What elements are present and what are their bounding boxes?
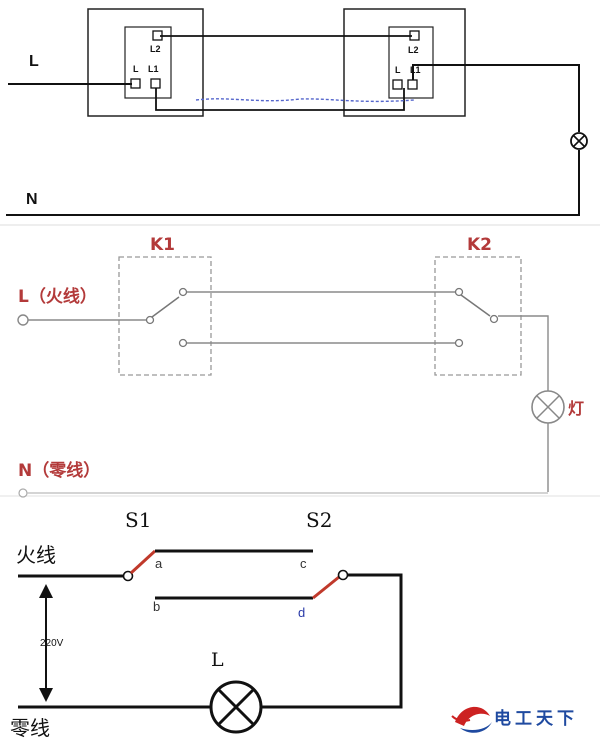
switch-1-terminal-l: [130, 78, 141, 89]
voltage-label: 220V: [40, 638, 64, 649]
k2-label: K2: [467, 235, 492, 255]
s1-label: S1: [125, 508, 151, 532]
panel-3-neutral-label: 零线: [10, 716, 50, 740]
voltage-arrow-down-icon: [39, 688, 53, 702]
k1-blade: [151, 296, 180, 318]
panel-1-live-label: L: [29, 53, 39, 70]
k1-common-contact: [145, 315, 155, 325]
switch-1-terminal-l1: [150, 78, 161, 89]
switch-1-label-l2: L2: [150, 44, 161, 54]
lamp-return-wire: [6, 150, 580, 216]
k2-upper-contact: [454, 287, 464, 297]
k1-lower-contact: [178, 338, 188, 348]
switch-2-terminal-l: [392, 79, 403, 90]
watermark-logo-icon: [451, 706, 492, 733]
neutral-terminal: [18, 488, 28, 498]
k2-common-contact: [489, 314, 499, 324]
k1-upper-contact: [178, 287, 188, 297]
panel-2-k1-k2-schematic: K1 K2 灯 L（火线） N（零线）: [17, 235, 584, 498]
switch-1-label-l: L: [133, 64, 139, 74]
switch-box-2-inner: [388, 26, 434, 99]
panel-3-live-label: 火线: [16, 543, 56, 567]
lamp-2-cross-icon: [536, 395, 560, 419]
k2-to-lamp-wire: [498, 315, 549, 391]
watermark-text: 电工天下: [494, 708, 578, 729]
s2-blade: [312, 575, 340, 600]
lamp-2-label: 灯: [568, 399, 584, 418]
panel-2-neutral-label: N（零线）: [18, 460, 100, 481]
blue-scribble: [195, 98, 415, 103]
k1-dashed-box: [118, 256, 212, 376]
s2-label: S2: [306, 508, 332, 532]
terminal-c-label: c: [300, 556, 307, 571]
switch-2-label-l1: L1: [410, 65, 421, 75]
panel-3-s1-s2-schematic: S1 S2 a b c d L 220V 火线 零线: [10, 508, 403, 740]
switch-box-1-inner: [124, 26, 172, 99]
panel-2-live-label: L（火线）: [18, 286, 97, 307]
switch-1-label-l1: L1: [148, 64, 159, 74]
lamp-3-label: L: [211, 649, 224, 671]
live-input-terminal: [17, 314, 29, 326]
s1-blade: [129, 549, 157, 575]
traveler-wire-l1: [155, 88, 405, 111]
switch-2-label-l2: L2: [408, 45, 419, 55]
terminal-d-label: d: [298, 605, 305, 620]
lamp-1-cross-icon: [572, 134, 586, 148]
switch-2-label-l: L: [395, 65, 401, 75]
k2-blade: [460, 294, 491, 317]
watermark: 电工天下: [451, 706, 578, 733]
k1-label: K1: [150, 235, 175, 255]
panel-1-switch-box-wiring: L2 L L1 L2 L L1 L N: [6, 8, 588, 216]
s2-common-contact: [337, 569, 349, 581]
terminal-a-label: a: [155, 556, 163, 571]
lamp-3-cross-icon: [217, 688, 255, 726]
panel-separator-1: [0, 224, 600, 226]
switch-box-2-outer: [343, 8, 466, 117]
switch-box-1-outer: [87, 8, 204, 117]
terminal-b-label: b: [153, 599, 160, 614]
s1-common-contact: [122, 570, 134, 582]
lamp-feed-wire: [412, 64, 580, 132]
panel-1-neutral-label: N: [26, 191, 38, 208]
switch-2-terminal-l1: [407, 79, 418, 90]
s2-to-lamp-wire: [262, 573, 403, 709]
panel-separator-2: [0, 495, 600, 497]
voltage-arrow-up-icon: [39, 584, 53, 598]
k2-lower-contact: [454, 338, 464, 348]
